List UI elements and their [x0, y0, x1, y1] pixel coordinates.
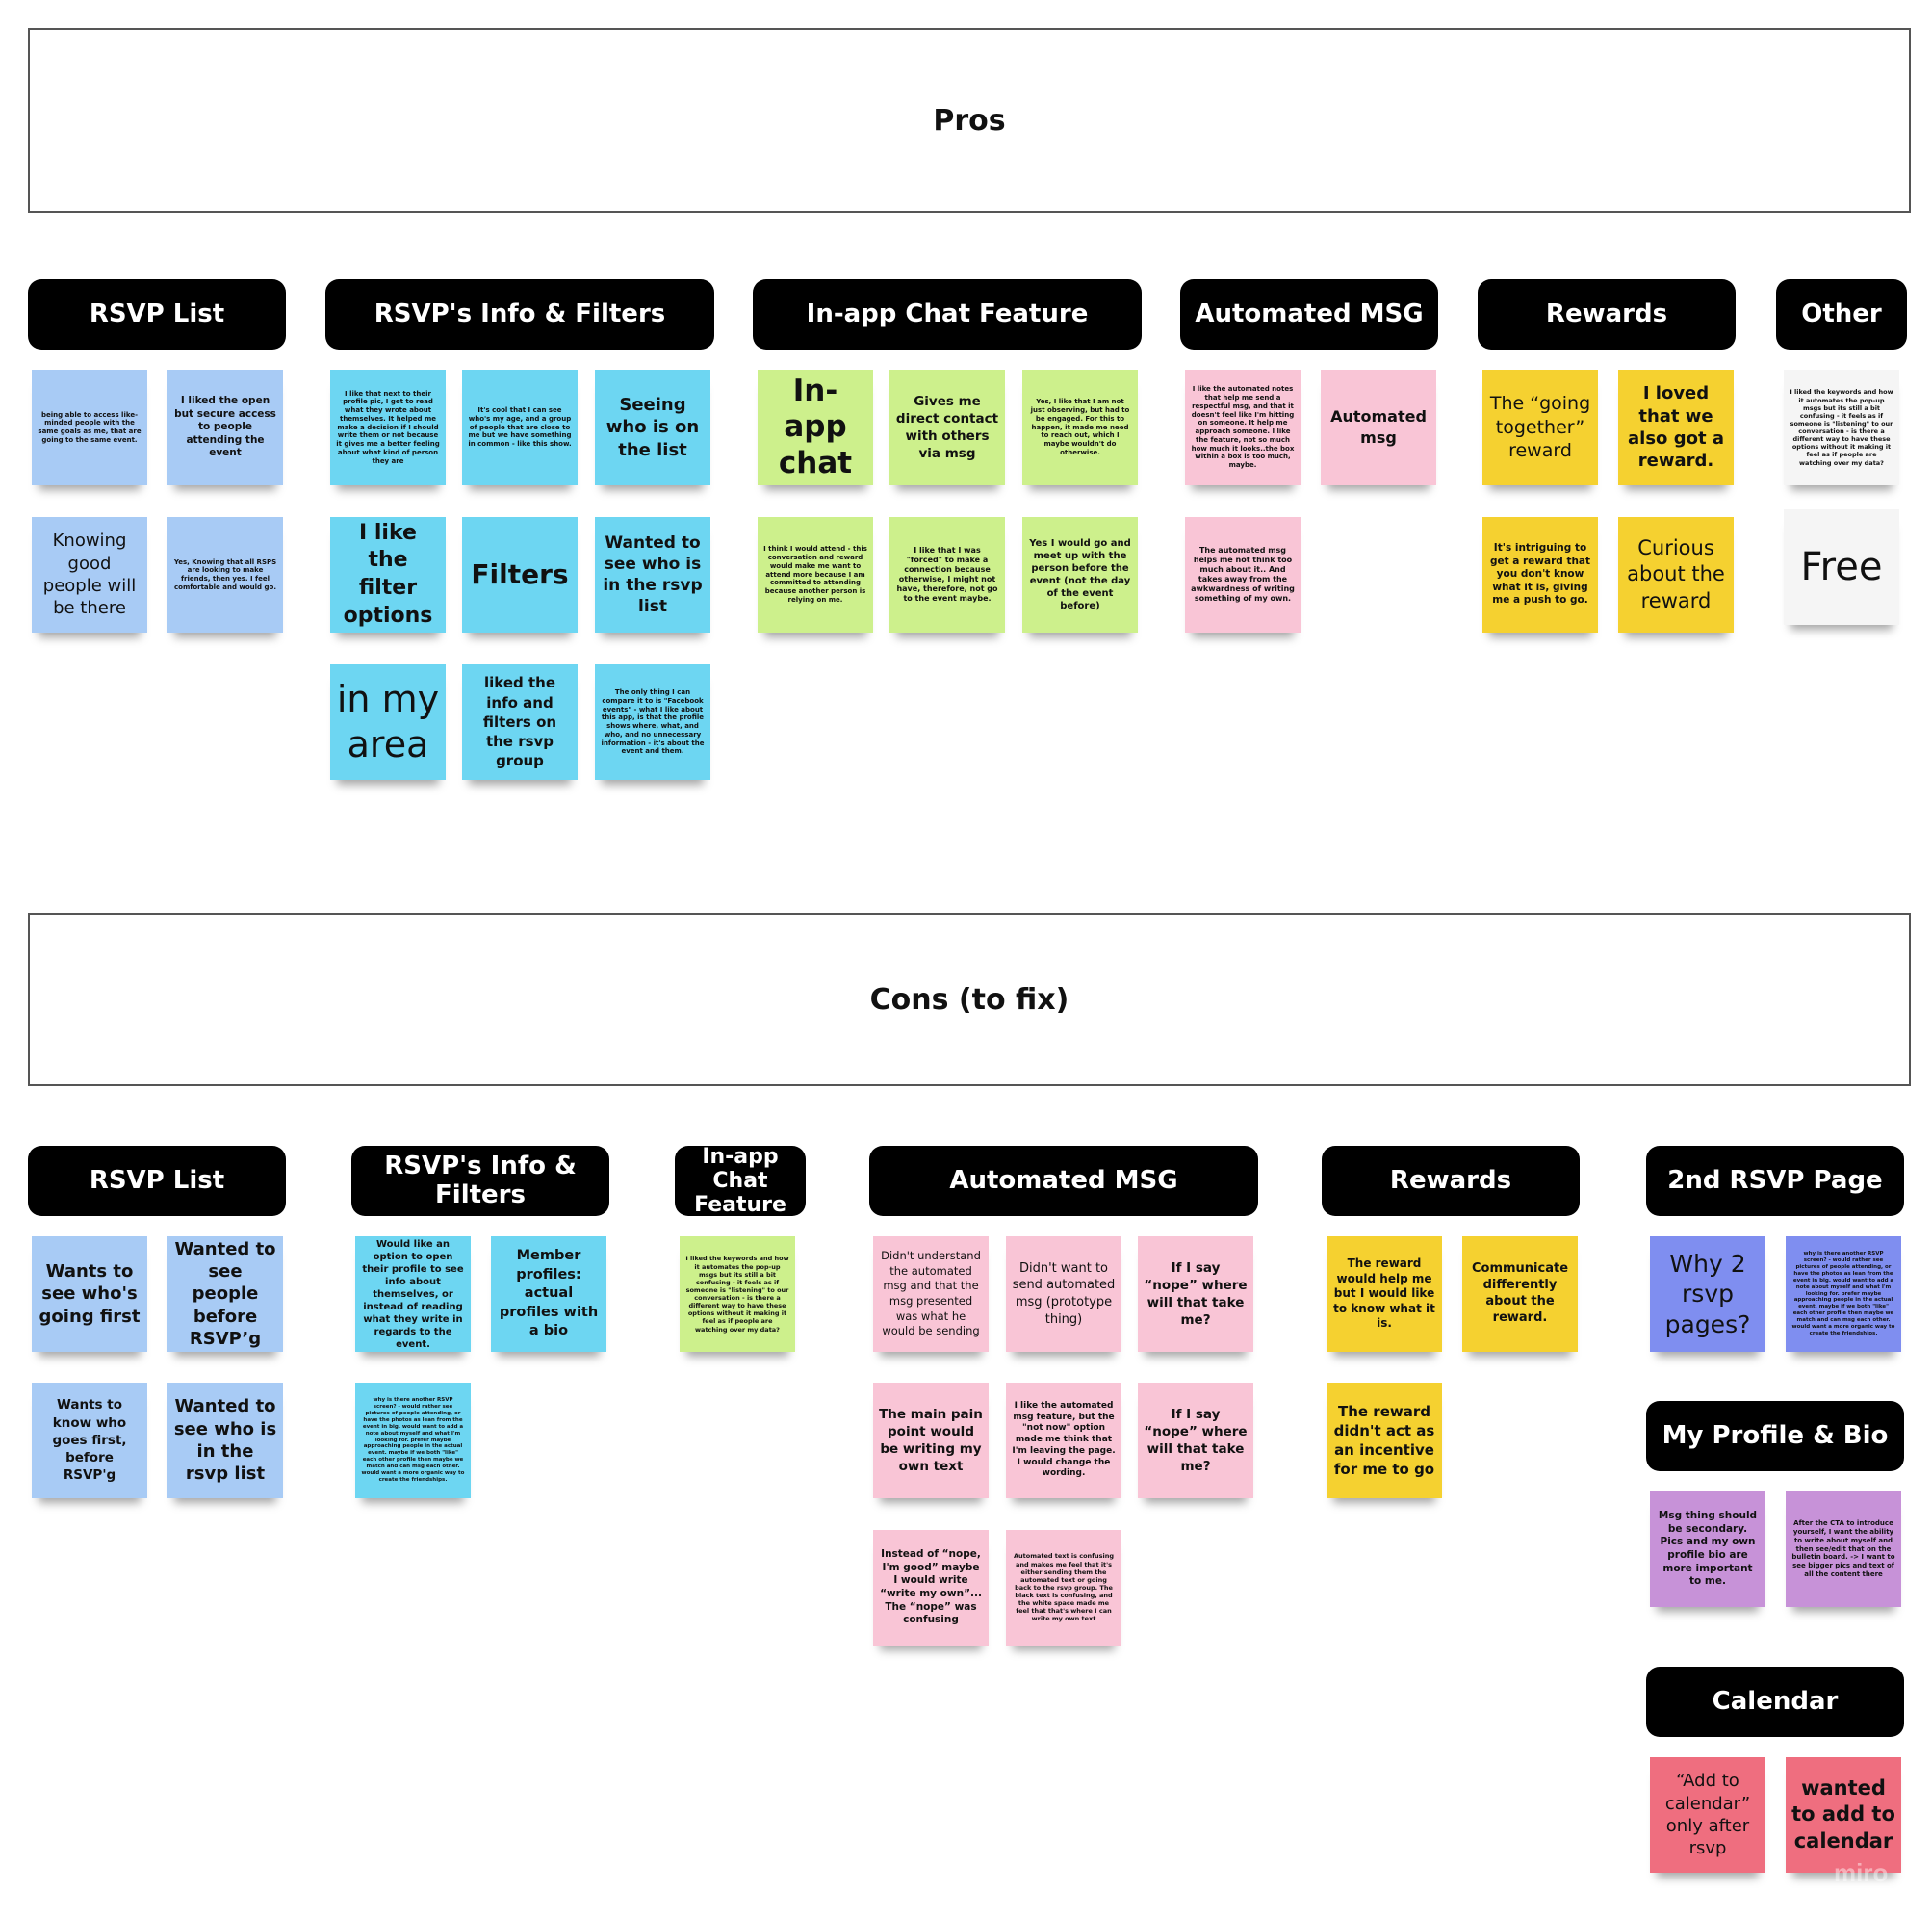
- sticky-note[interactable]: Would like an option to open their profi…: [355, 1236, 471, 1352]
- sticky-note[interactable]: I like the automated notes that help me …: [1185, 370, 1301, 485]
- sticky-note[interactable]: Msg thing should be secondary. Pics and …: [1650, 1491, 1765, 1607]
- cons-chat-header[interactable]: In-app Chat Feature: [675, 1145, 806, 1217]
- cons-zone-title: Cons (to fix): [869, 982, 1069, 1017]
- sticky-note[interactable]: being able to access like-minded people …: [32, 370, 147, 485]
- sticky-note[interactable]: If I say “nope” where will that take me?: [1138, 1383, 1253, 1498]
- sticky-note[interactable]: I loved that we also got a reward.: [1618, 370, 1734, 485]
- sticky-note[interactable]: I liked the keywords and how it automate…: [1784, 370, 1899, 485]
- pros-zone: Pros: [28, 28, 1911, 213]
- sticky-note[interactable]: I liked the keywords and how it automate…: [680, 1236, 795, 1352]
- sticky-note[interactable]: Knowing good people will be there: [32, 517, 147, 633]
- sticky-note[interactable]: Automated text is confusing and makes me…: [1006, 1530, 1121, 1646]
- pros-chat-header[interactable]: In-app Chat Feature: [753, 279, 1142, 350]
- sticky-note[interactable]: Didn't want to send automated msg (proto…: [1006, 1236, 1121, 1352]
- sticky-note[interactable]: In-app chat: [758, 370, 873, 485]
- cons-calendar-header[interactable]: Calendar: [1646, 1667, 1904, 1737]
- sticky-note[interactable]: Instead of “nope, I'm good” maybe I woul…: [873, 1530, 989, 1646]
- miro-watermark: miro: [1834, 1858, 1889, 1887]
- sticky-note[interactable]: Why 2 rsvp pages?: [1650, 1236, 1765, 1352]
- cons-rewards-header[interactable]: Rewards: [1322, 1146, 1580, 1216]
- sticky-note[interactable]: The reward would help me but I would lik…: [1327, 1236, 1442, 1352]
- sticky-note[interactable]: Filters: [462, 517, 578, 633]
- cons-second-page-header[interactable]: 2nd RSVP Page: [1646, 1146, 1904, 1216]
- sticky-note[interactable]: The only thing I can compare it to is "F…: [595, 664, 710, 780]
- sticky-note[interactable]: Wanted to see who is in the rsvp list: [167, 1383, 283, 1498]
- sticky-note[interactable]: in my area: [330, 664, 446, 780]
- sticky-note[interactable]: liked the info and filters on the rsvp g…: [462, 664, 578, 780]
- sticky-note[interactable]: Yes, I like that I am not just observing…: [1022, 370, 1138, 485]
- cons-automated-header[interactable]: Automated MSG: [869, 1146, 1258, 1216]
- cons-profile-header[interactable]: My Profile & Bio: [1646, 1401, 1904, 1471]
- pros-info-filters-header[interactable]: RSVP's Info & Filters: [325, 279, 714, 350]
- sticky-note[interactable]: I like that next to their profile pic, I…: [330, 370, 446, 485]
- cons-info-filters-header[interactable]: RSVP's Info & Filters: [351, 1146, 609, 1216]
- sticky-note[interactable]: The “going together” reward: [1482, 370, 1598, 485]
- sticky-note[interactable]: The main pain point would be writing my …: [873, 1383, 989, 1498]
- sticky-note[interactable]: Wanted to see who is in the rsvp list: [595, 517, 710, 633]
- sticky-note[interactable]: Wants to know who goes first, before RSV…: [32, 1383, 147, 1498]
- sticky-note[interactable]: Free: [1784, 509, 1899, 625]
- sticky-note[interactable]: I like that I was "forced" to make a con…: [889, 517, 1005, 633]
- sticky-note[interactable]: Gives me direct contact with others via …: [889, 370, 1005, 485]
- sticky-note[interactable]: I like the filter options: [330, 517, 446, 633]
- sticky-note[interactable]: I like the automated msg feature, but th…: [1006, 1383, 1121, 1498]
- pros-rsvp-list-header[interactable]: RSVP List: [28, 279, 286, 350]
- sticky-note[interactable]: Didn't understand the automated msg and …: [873, 1236, 989, 1352]
- sticky-note[interactable]: It's intriguing to get a reward that you…: [1482, 517, 1598, 633]
- pros-zone-title: Pros: [933, 103, 1006, 138]
- sticky-note[interactable]: “Add to calendar” only after rsvp: [1650, 1757, 1765, 1873]
- sticky-note[interactable]: If I say “nope” where will that take me?: [1138, 1236, 1253, 1352]
- sticky-note[interactable]: wanted to add to calendar: [1786, 1757, 1901, 1873]
- cons-rsvp-list-header[interactable]: RSVP List: [28, 1146, 286, 1216]
- sticky-note[interactable]: The automated msg helps me not think too…: [1185, 517, 1301, 633]
- sticky-note[interactable]: Wants to see who's going first: [32, 1236, 147, 1352]
- sticky-note[interactable]: Yes I would go and meet up with the pers…: [1022, 517, 1138, 633]
- sticky-note[interactable]: Curious about the reward: [1618, 517, 1734, 633]
- sticky-note[interactable]: Seeing who is on the list: [595, 370, 710, 485]
- sticky-note[interactable]: Automated msg: [1321, 370, 1436, 485]
- sticky-note[interactable]: I think I would attend - this conversati…: [758, 517, 873, 633]
- sticky-note[interactable]: The reward didn't act as an incentive fo…: [1327, 1383, 1442, 1498]
- sticky-note[interactable]: why is there another RSVP screen? - woul…: [355, 1383, 471, 1498]
- pros-other-header[interactable]: Other: [1776, 279, 1907, 350]
- pros-rewards-header[interactable]: Rewards: [1478, 279, 1736, 350]
- sticky-note[interactable]: Wanted to see people before RSVP’g: [167, 1236, 283, 1352]
- cons-zone: Cons (to fix): [28, 913, 1911, 1086]
- sticky-note[interactable]: Member profiles: actual profiles with a …: [491, 1236, 606, 1352]
- pros-automated-header[interactable]: Automated MSG: [1180, 279, 1438, 350]
- sticky-note[interactable]: Yes, Knowing that all RSPS are looking t…: [167, 517, 283, 633]
- sticky-note[interactable]: why is there another RSVP screen? - woul…: [1786, 1236, 1901, 1352]
- sticky-note[interactable]: It's cool that I can see who's my age, a…: [462, 370, 578, 485]
- sticky-note[interactable]: I liked the open but secure access to pe…: [167, 370, 283, 485]
- sticky-note[interactable]: After the CTA to introduce yourself, I w…: [1786, 1491, 1901, 1607]
- sticky-note[interactable]: Communicate differently about the reward…: [1462, 1236, 1578, 1352]
